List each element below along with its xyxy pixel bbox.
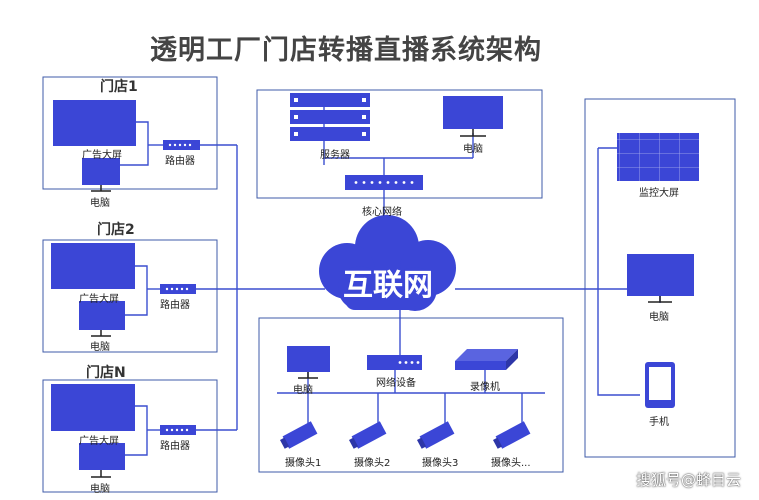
store-2-title: 门店2 xyxy=(97,222,135,238)
page-title: 透明工厂门店转播直播系统架构 xyxy=(150,35,542,66)
phone-label: 手机 xyxy=(649,417,669,428)
camera-n-label: 摄像头... xyxy=(491,458,531,469)
mobile-phone xyxy=(645,362,675,408)
watermark: 搜狐号@蜂目云 xyxy=(635,471,741,489)
store-n-ad-screen xyxy=(51,384,135,431)
internet-cloud xyxy=(319,215,456,311)
connection-lines xyxy=(120,100,661,456)
store-n-box xyxy=(42,379,218,493)
store-n-pc-label: 电脑 xyxy=(90,484,110,495)
store-1-router-label: 路由器 xyxy=(165,156,195,167)
store-1-pc-monitor xyxy=(82,158,120,185)
camera-2-label: 摄像头2 xyxy=(354,458,391,469)
camera-3-label: 摄像头3 xyxy=(422,458,459,469)
network-device-label: 网络设备 xyxy=(376,378,416,389)
server-room-box xyxy=(256,89,543,199)
camera-3 xyxy=(416,421,455,449)
monitor-wall-label: 监控大屏 xyxy=(639,188,679,199)
server-room-pc-label: 电脑 xyxy=(463,144,483,155)
core-network-switch xyxy=(345,175,423,190)
monitor-wall-screen xyxy=(617,133,699,181)
store-1-router xyxy=(163,140,200,150)
store-n-title: 门店N xyxy=(86,365,126,381)
core-network-label: 核心网络 xyxy=(362,207,402,218)
recorder-label: 录像机 xyxy=(470,382,500,393)
store-1-screen-label: 广告大屏 xyxy=(82,150,122,161)
server-room-pc-monitor xyxy=(443,96,503,129)
store-1-title: 门店1 xyxy=(100,79,138,95)
internet-label: 互联网 xyxy=(343,268,433,303)
monitor-box xyxy=(584,98,736,458)
camera-2 xyxy=(348,421,387,449)
store-n-router-label: 路由器 xyxy=(160,441,190,452)
site-pc-label: 电脑 xyxy=(293,385,313,396)
site-network-switch xyxy=(367,355,422,370)
server-label: 服务器 xyxy=(320,150,350,161)
site-box xyxy=(258,317,564,473)
store-2-pc-label: 电脑 xyxy=(90,342,110,353)
store-2-ad-screen xyxy=(51,243,135,289)
camera-n xyxy=(492,421,531,449)
store-n-screen-label: 广告大屏 xyxy=(79,436,119,447)
store-2-pc-monitor xyxy=(79,301,125,330)
server-rack xyxy=(290,93,370,141)
camera-1-label: 摄像头1 xyxy=(285,458,322,469)
store-1-ad-screen xyxy=(53,100,136,146)
store-n-pc-monitor xyxy=(79,443,125,470)
store-2-screen-label: 广告大屏 xyxy=(79,294,119,305)
monitor-pc-label: 电脑 xyxy=(649,312,669,323)
monitor-pc-screen xyxy=(627,254,694,296)
store-2-box xyxy=(42,239,218,353)
site-pc-monitor xyxy=(287,346,330,372)
store-2-router-label: 路由器 xyxy=(160,300,190,311)
store-1-box xyxy=(42,76,218,190)
camera-1 xyxy=(279,421,318,449)
video-recorder xyxy=(455,349,518,370)
store-1-pc-label: 电脑 xyxy=(90,198,110,209)
